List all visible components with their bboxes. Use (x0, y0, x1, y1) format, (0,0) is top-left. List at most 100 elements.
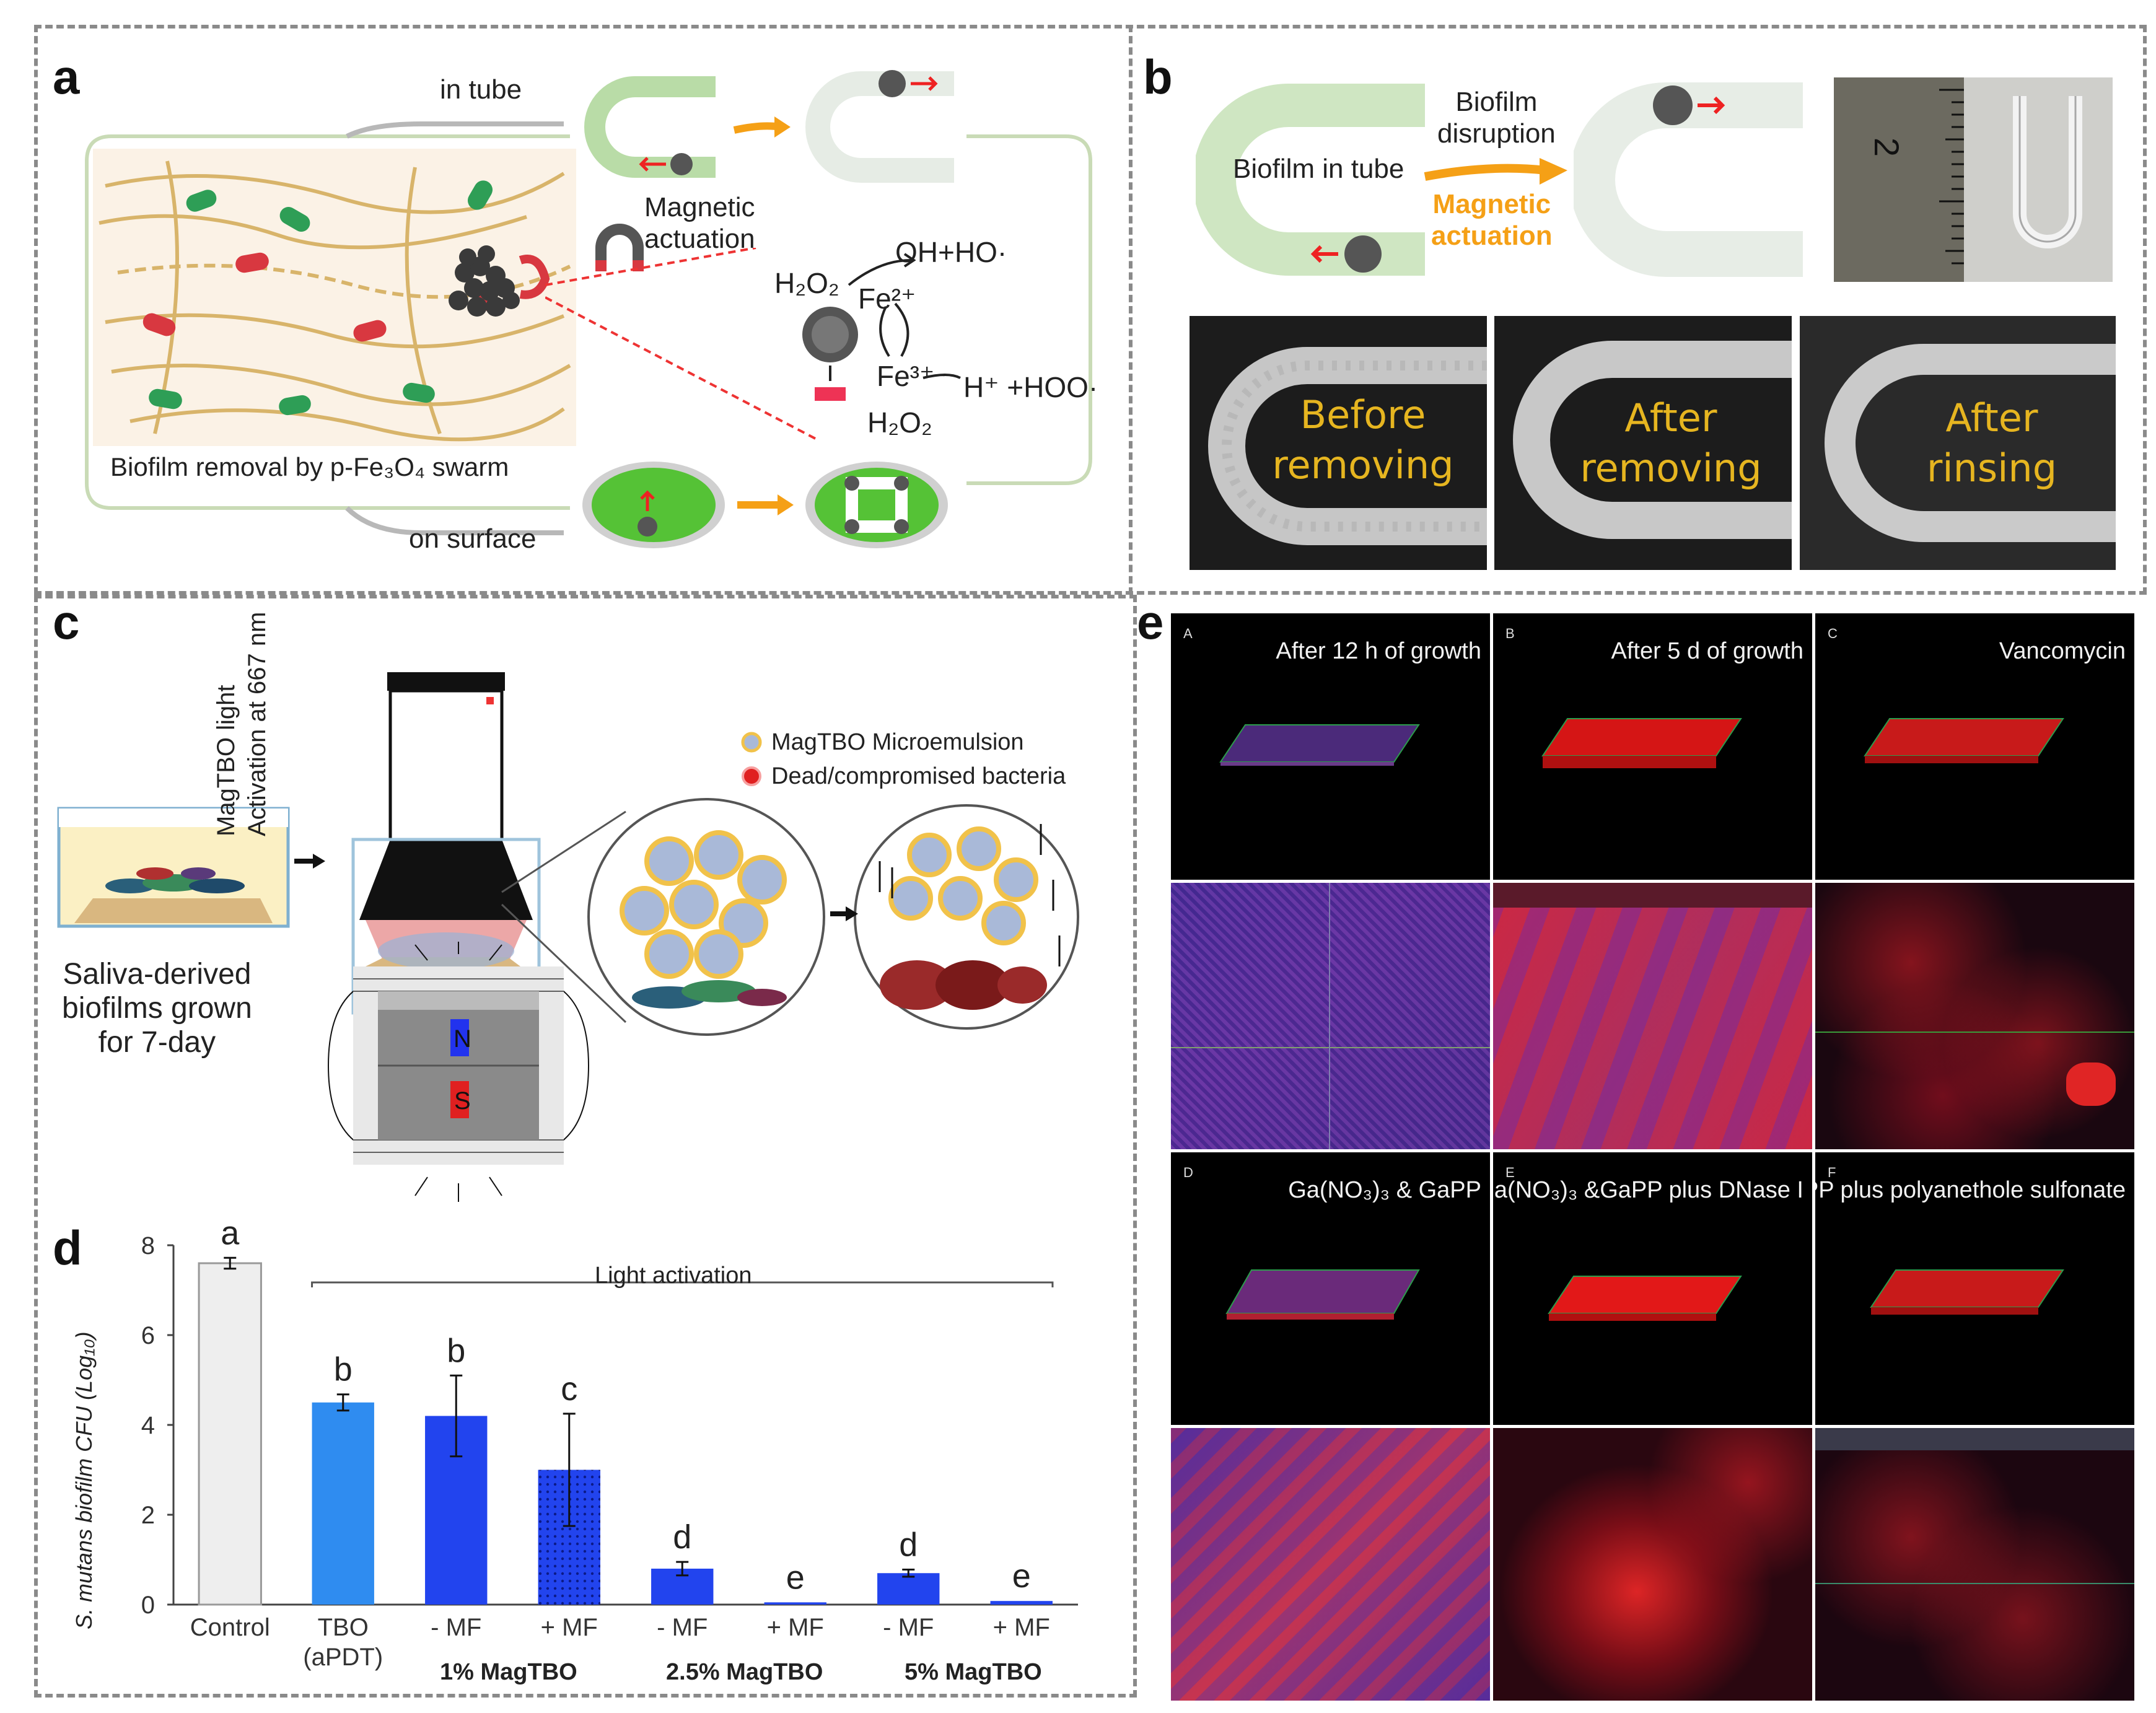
before-removing-label: Before removing (1272, 392, 1454, 488)
light-activation-label: MagTBO light Activation at 667 nm (213, 611, 271, 836)
zoom-rays (545, 248, 818, 441)
panel-a-caption: Biofilm removal by p-Fe₃O₄ swarm (110, 452, 509, 481)
micro-tile-c-3d: C Vancomycin (1815, 613, 2134, 880)
tile-f-title: Ga(NO₃)₃ &GaPP plus polyanethole sulfona… (1815, 1177, 2126, 1203)
group-label-3: 5% MagTBO (905, 1659, 1042, 1685)
legend-micro-label: MagTBO Microemulsion (771, 729, 1024, 755)
panel-c-letter: c (53, 595, 80, 649)
tile-f-letter: F (1828, 1165, 1836, 1180)
tile-d-title: Ga(NO₃)₃ & GaPP (1288, 1177, 1481, 1203)
tile-c-letter: C (1828, 626, 1838, 641)
photo-after-rinsing: After rinsing (1800, 316, 2116, 570)
chem-h2o2-top: H₂O₂ (774, 267, 839, 299)
chem-oh: OH+HO· (895, 236, 1007, 268)
confocal-a (1171, 883, 1490, 1149)
tile-b-title: After 5 d of growth (1611, 638, 1804, 664)
x-tick-label: TBO (318, 1614, 369, 1641)
y-axis-title: S. mutans biofilm CFU (Log₁₀) (71, 1331, 97, 1629)
tile-a-letter: A (1183, 626, 1193, 641)
ruler-mark: 2 (1867, 137, 1907, 157)
x-tick-label: (aPDT) (303, 1644, 383, 1671)
after-removing-label: After removing (1580, 395, 1762, 491)
orange-arrow-b (1424, 158, 1567, 185)
photo-after-removing: After removing (1494, 316, 1792, 570)
confocal-c (1815, 883, 2134, 1149)
significance-letter: d (899, 1526, 918, 1563)
dish-before-icon (582, 462, 725, 548)
group-label-2: 2.5% MagTBO (666, 1659, 823, 1685)
bar (312, 1402, 374, 1605)
biofilm-illustration (93, 149, 576, 446)
orange-arrow-2 (737, 494, 794, 515)
tube-before-icon (584, 76, 716, 178)
significance-letter: e (786, 1559, 805, 1596)
beaker-biofilm-icon (57, 807, 290, 928)
confocal-e (1493, 1428, 1812, 1701)
magnetic-actuation-b-label: Magnetic actuation (1431, 189, 1553, 251)
panel-e-letter: e (1137, 595, 1164, 649)
photo-before-removing: Before removing (1190, 316, 1487, 570)
x-tick-label: + MF (767, 1614, 824, 1641)
chem-fe2: Fe²⁺ (858, 283, 916, 315)
panel-c-caption: Saliva-derived biofilms grown for 7-day (62, 958, 252, 1059)
panel-a-frame (85, 121, 1092, 535)
confocal-f (1815, 1428, 2134, 1701)
south-pole-label: S (454, 1087, 471, 1115)
significance-letter: b (334, 1351, 353, 1388)
x-tick-label: + MF (993, 1614, 1050, 1641)
significance-letter: a (221, 1220, 240, 1251)
x-tick-label: - MF (883, 1614, 934, 1641)
tile-e-title: Ga(NO₃)₃ &GaPP plus DNase I (1493, 1177, 1803, 1203)
y-tick-label: 4 (141, 1412, 155, 1439)
biofilm-disruption-label: Biofilm disruption (1437, 87, 1556, 149)
bar (764, 1602, 826, 1605)
panel-d-letter: d (53, 1220, 82, 1275)
chem-hhoo: H⁺ +HOO· (963, 371, 1098, 403)
tile-d-letter: D (1183, 1165, 1193, 1180)
north-pole-label: N (454, 1025, 471, 1053)
significance-letter: b (447, 1332, 465, 1369)
bar (877, 1573, 940, 1605)
reaction-arrows (802, 253, 961, 401)
y-tick-label: 2 (141, 1502, 155, 1529)
panel-b-letter: b (1143, 50, 1173, 104)
panel-c-d-border (34, 595, 1137, 1698)
significance-letter: d (673, 1518, 691, 1556)
tube-in-biofilm-icon (1196, 84, 1425, 276)
x-tick-label: - MF (657, 1614, 708, 1641)
chem-h2o2-bottom: H₂O₂ (867, 406, 932, 439)
group-label-1: 1% MagTBO (440, 1659, 577, 1685)
tube-after-biofilm-icon (1574, 82, 1803, 277)
arrow-c-1 (294, 854, 325, 869)
legend-micro-icon (741, 732, 762, 753)
on-surface-label: on surface (409, 524, 537, 554)
confocal-b (1493, 883, 1812, 1149)
tube-after-icon (805, 70, 954, 183)
after-rinsing-label: After rinsing (1926, 395, 2057, 491)
y-tick-label: 0 (141, 1592, 155, 1619)
micro-tile-e-3d: E Ga(NO₃)₃ &GaPP plus DNase I (1493, 1152, 1812, 1425)
magnet-block-icon (327, 942, 590, 1202)
panel-a-letter: a (53, 50, 80, 104)
zoom-circles (501, 798, 1079, 1036)
light-activation-chart-label: Light activation (595, 1263, 752, 1289)
panel-a-b-border (34, 25, 2147, 595)
tile-e-letter: E (1505, 1165, 1515, 1180)
tile-a-title: After 12 h of growth (1276, 638, 1481, 664)
biofilm-in-tube-label: Biofilm in tube (1233, 154, 1404, 184)
significance-letter: e (1012, 1557, 1031, 1595)
tile-b-letter: B (1505, 626, 1515, 641)
legend-dead-label: Dead/compromised bacteria (771, 763, 1066, 789)
in-tube-label: in tube (440, 74, 522, 105)
micro-tile-f-3d: F Ga(NO₃)₃ &GaPP plus polyanethole sulfo… (1815, 1152, 2134, 1425)
significance-letter: c (561, 1370, 577, 1408)
ruler-photo: 2 (1834, 77, 2113, 282)
chem-fe3: Fe³⁺ (877, 360, 935, 392)
x-tick-label: + MF (541, 1614, 598, 1641)
tile-c-title: Vancomycin (1999, 638, 2126, 664)
orange-arrow-1 (733, 116, 791, 138)
micro-tile-b-3d: B After 5 d of growth (1493, 613, 1812, 880)
bar (198, 1262, 262, 1606)
y-tick-label: 8 (141, 1232, 155, 1260)
